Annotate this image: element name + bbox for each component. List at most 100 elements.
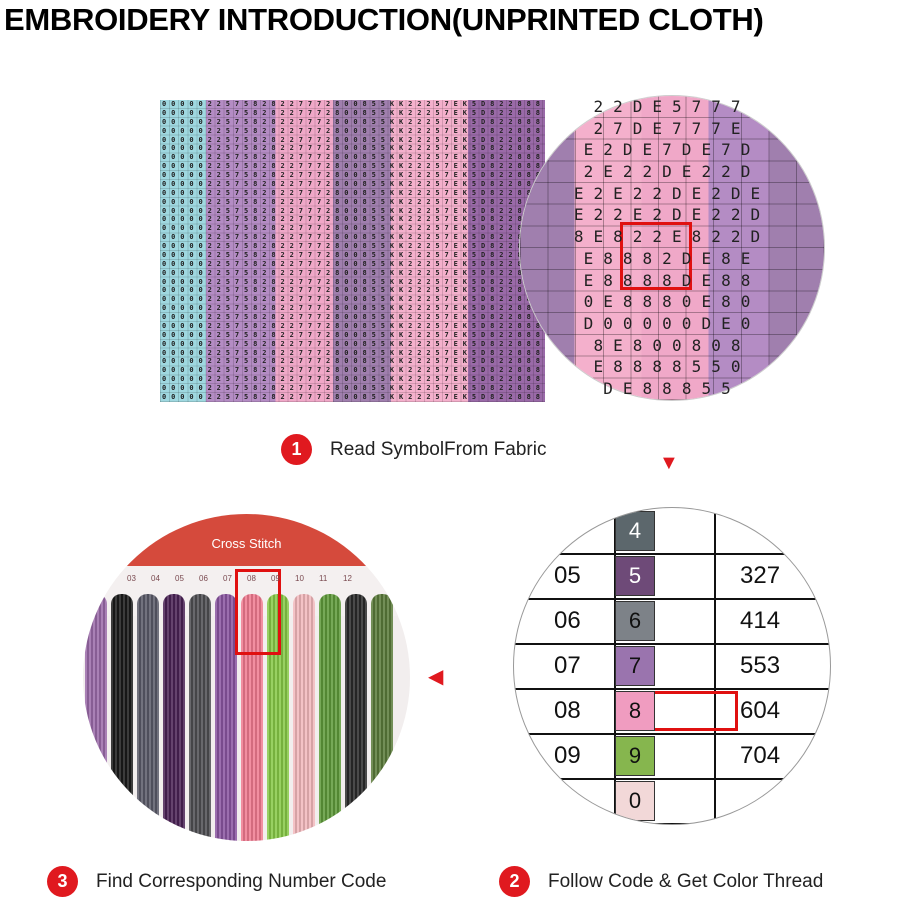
symbol-swatch: 6 bbox=[615, 601, 655, 641]
thread-skein bbox=[241, 594, 263, 841]
table-row: 09 9 704 bbox=[514, 733, 830, 780]
pattern-row: 0000022575828227772800855KK22257EK5D8228… bbox=[162, 313, 545, 321]
dmc-number: 604 bbox=[740, 697, 781, 724]
pattern-row: 0000022575828227772800855KK22257EK5D8228… bbox=[162, 375, 545, 384]
magnified-row: D00000DE0 bbox=[583, 313, 761, 333]
pattern-row: 0000022575828227772800855KK22257EK5D8228… bbox=[162, 117, 545, 126]
pattern-row: 0000022575828227772800855KK22257EK5D8228… bbox=[162, 233, 545, 242]
magnified-row: 8E822E822D bbox=[573, 227, 771, 247]
magnified-row: DE88855 bbox=[603, 378, 741, 398]
thread-skein bbox=[85, 594, 107, 841]
dmc-number: 327 bbox=[740, 562, 781, 589]
thread-skein bbox=[163, 594, 185, 841]
step-badge: 1 bbox=[281, 434, 312, 465]
magnified-row: E22E2DE22D bbox=[573, 205, 771, 225]
magnified-row: E8888DE88 bbox=[583, 270, 761, 290]
pattern-row: 0000022575828227772800855KK22257EK5D8228… bbox=[162, 224, 545, 233]
magnified-row: E2E22DE2DE bbox=[573, 183, 771, 203]
thread-number: 09 bbox=[271, 574, 280, 583]
pattern-row: 0000022575828227772800855KK22257EK5D8228… bbox=[162, 242, 545, 250]
symbol-swatch: 8 bbox=[615, 691, 655, 731]
magnified-row: E2DE7DE7D bbox=[583, 140, 761, 160]
pattern-row: 0000022575828227772800855KK22257EK5D8228… bbox=[162, 100, 545, 108]
thread-number: 05 bbox=[175, 574, 184, 583]
thread-highlight-box bbox=[235, 569, 281, 655]
step-3: 3 Find Corresponding Number Code bbox=[47, 866, 386, 897]
dmc-number: 553 bbox=[740, 652, 781, 679]
thread-skein bbox=[371, 594, 393, 841]
pattern-row: 0000022575828227772800855KK22257EK5D8228… bbox=[162, 171, 545, 179]
table-row: 4 bbox=[514, 508, 830, 555]
pattern-row: 0000022575828227772800855KK22257EK5D8228… bbox=[162, 135, 545, 144]
pattern-row: 0000022575828227772800855KK22257EK5D8228… bbox=[162, 108, 545, 117]
table-row: 06 6 414 bbox=[514, 598, 830, 645]
pattern-row: 0000022575828227772800855KK22257EK5D8228… bbox=[162, 348, 545, 357]
symbol-swatch: 0 bbox=[615, 781, 655, 821]
pattern-row: 0000022575828227772800855KK22257EK5D8228… bbox=[162, 286, 545, 295]
thread-number: 03 bbox=[127, 574, 136, 583]
pattern-row: 0000022575828227772800855KK22257EK5D8228… bbox=[162, 330, 545, 339]
dmc-number: 414 bbox=[740, 607, 781, 634]
thread-skein bbox=[111, 594, 133, 841]
magnified-row: 2E22DE22D bbox=[583, 162, 761, 182]
page-title: EMBROIDERY INTRODUCTION(UNPRINTED CLOTH) bbox=[4, 2, 764, 37]
thread-skein bbox=[293, 594, 315, 841]
fabric-pattern: 0000022575828227772800855KK22257EK5D8228… bbox=[160, 100, 545, 402]
thread-code: 06 bbox=[554, 607, 581, 634]
table-row: 07 7 553 bbox=[514, 643, 830, 690]
pattern-row: 0000022575828227772800855KK22257EK5D8228… bbox=[162, 304, 545, 313]
pattern-row: 0000022575828227772800855KK22257EK5D8228… bbox=[162, 384, 545, 392]
pattern-row: 0000022575828227772800855KK22257EK5D8228… bbox=[162, 197, 545, 206]
thread-skein bbox=[215, 594, 237, 841]
symbol-swatch: 9 bbox=[615, 736, 655, 776]
pattern-row: 0000022575828227772800855KK22257EK5D8228… bbox=[162, 277, 545, 286]
pattern-row: 0000022575828227772800855KK22257EK5D8228… bbox=[162, 268, 545, 277]
thread-number: 07 bbox=[223, 574, 232, 583]
pattern-row: 0000022575828227772800855KK22257EK5D8228… bbox=[162, 366, 545, 375]
pattern-row: 0000022575828227772800855KK22257EK5D8228… bbox=[162, 295, 545, 304]
table-row: 08 8 604 bbox=[514, 688, 830, 735]
symbol-highlight-box bbox=[620, 222, 692, 290]
thread-skein bbox=[319, 594, 341, 841]
dmc-number: 704 bbox=[740, 742, 781, 769]
magnified-row: E8888550 bbox=[593, 357, 751, 377]
pattern-row: 0000022575828227772800855KK22257EK5D8228… bbox=[162, 339, 545, 348]
card-label: Cross Stitch bbox=[211, 536, 282, 551]
symbol-swatch: 4 bbox=[615, 511, 655, 551]
step-badge: 3 bbox=[47, 866, 78, 897]
pattern-row: 0000022575828227772800855KK22257EK5D8228… bbox=[162, 215, 545, 224]
pattern-row: 0000022575828227772800855KK22257EK5D8228… bbox=[162, 188, 545, 197]
pattern-row: 0000022575828227772800855KK22257EK5D8228… bbox=[162, 126, 545, 135]
pattern-row: 0000022575828227772800855KK22257EK5D8228… bbox=[162, 206, 545, 215]
pattern-row: 0000022575828227772800855KK22257EK5D8228… bbox=[162, 162, 545, 171]
step-label: Follow Code & Get Color Thread bbox=[548, 870, 824, 892]
thread-number: 04 bbox=[151, 574, 160, 583]
magnified-row: 22DE5777 bbox=[593, 97, 751, 116]
thread-skein bbox=[189, 594, 211, 841]
pattern-row: 0000022575828227772800855KK22257EK5D8228… bbox=[162, 321, 545, 330]
arrow-down-icon: ▼ bbox=[659, 452, 679, 474]
thread-code: 07 bbox=[554, 652, 581, 679]
thread-skein bbox=[267, 594, 289, 841]
thread-skein bbox=[137, 594, 159, 841]
pattern-row: 0000022575828227772800855KK22257EK5D8228… bbox=[162, 153, 545, 162]
arrow-left-icon: ◀ bbox=[428, 666, 444, 688]
pattern-row: 0000022575828227772800855KK22257EK5D8228… bbox=[162, 250, 545, 259]
thread-number: 11 bbox=[319, 574, 328, 583]
thread-card: Cross Stitch bbox=[83, 514, 410, 566]
pattern-row: 0000022575828227772800855KK22257EK5D8228… bbox=[162, 392, 545, 401]
pattern-row: 0000022575828227772800855KK22257EK5D8228… bbox=[162, 144, 545, 153]
thread-code: 09 bbox=[554, 742, 581, 769]
thread-number: 06 bbox=[199, 574, 208, 583]
thread-skein bbox=[345, 594, 367, 841]
pattern-row: 0000022575828227772800855KK22257EK5D8228… bbox=[162, 259, 545, 268]
step-label: Find Corresponding Number Code bbox=[96, 870, 387, 892]
magnified-row: 0E8880E80 bbox=[583, 292, 761, 312]
symbol-swatch: 7 bbox=[615, 646, 655, 686]
thread-code: 08 bbox=[554, 697, 581, 724]
